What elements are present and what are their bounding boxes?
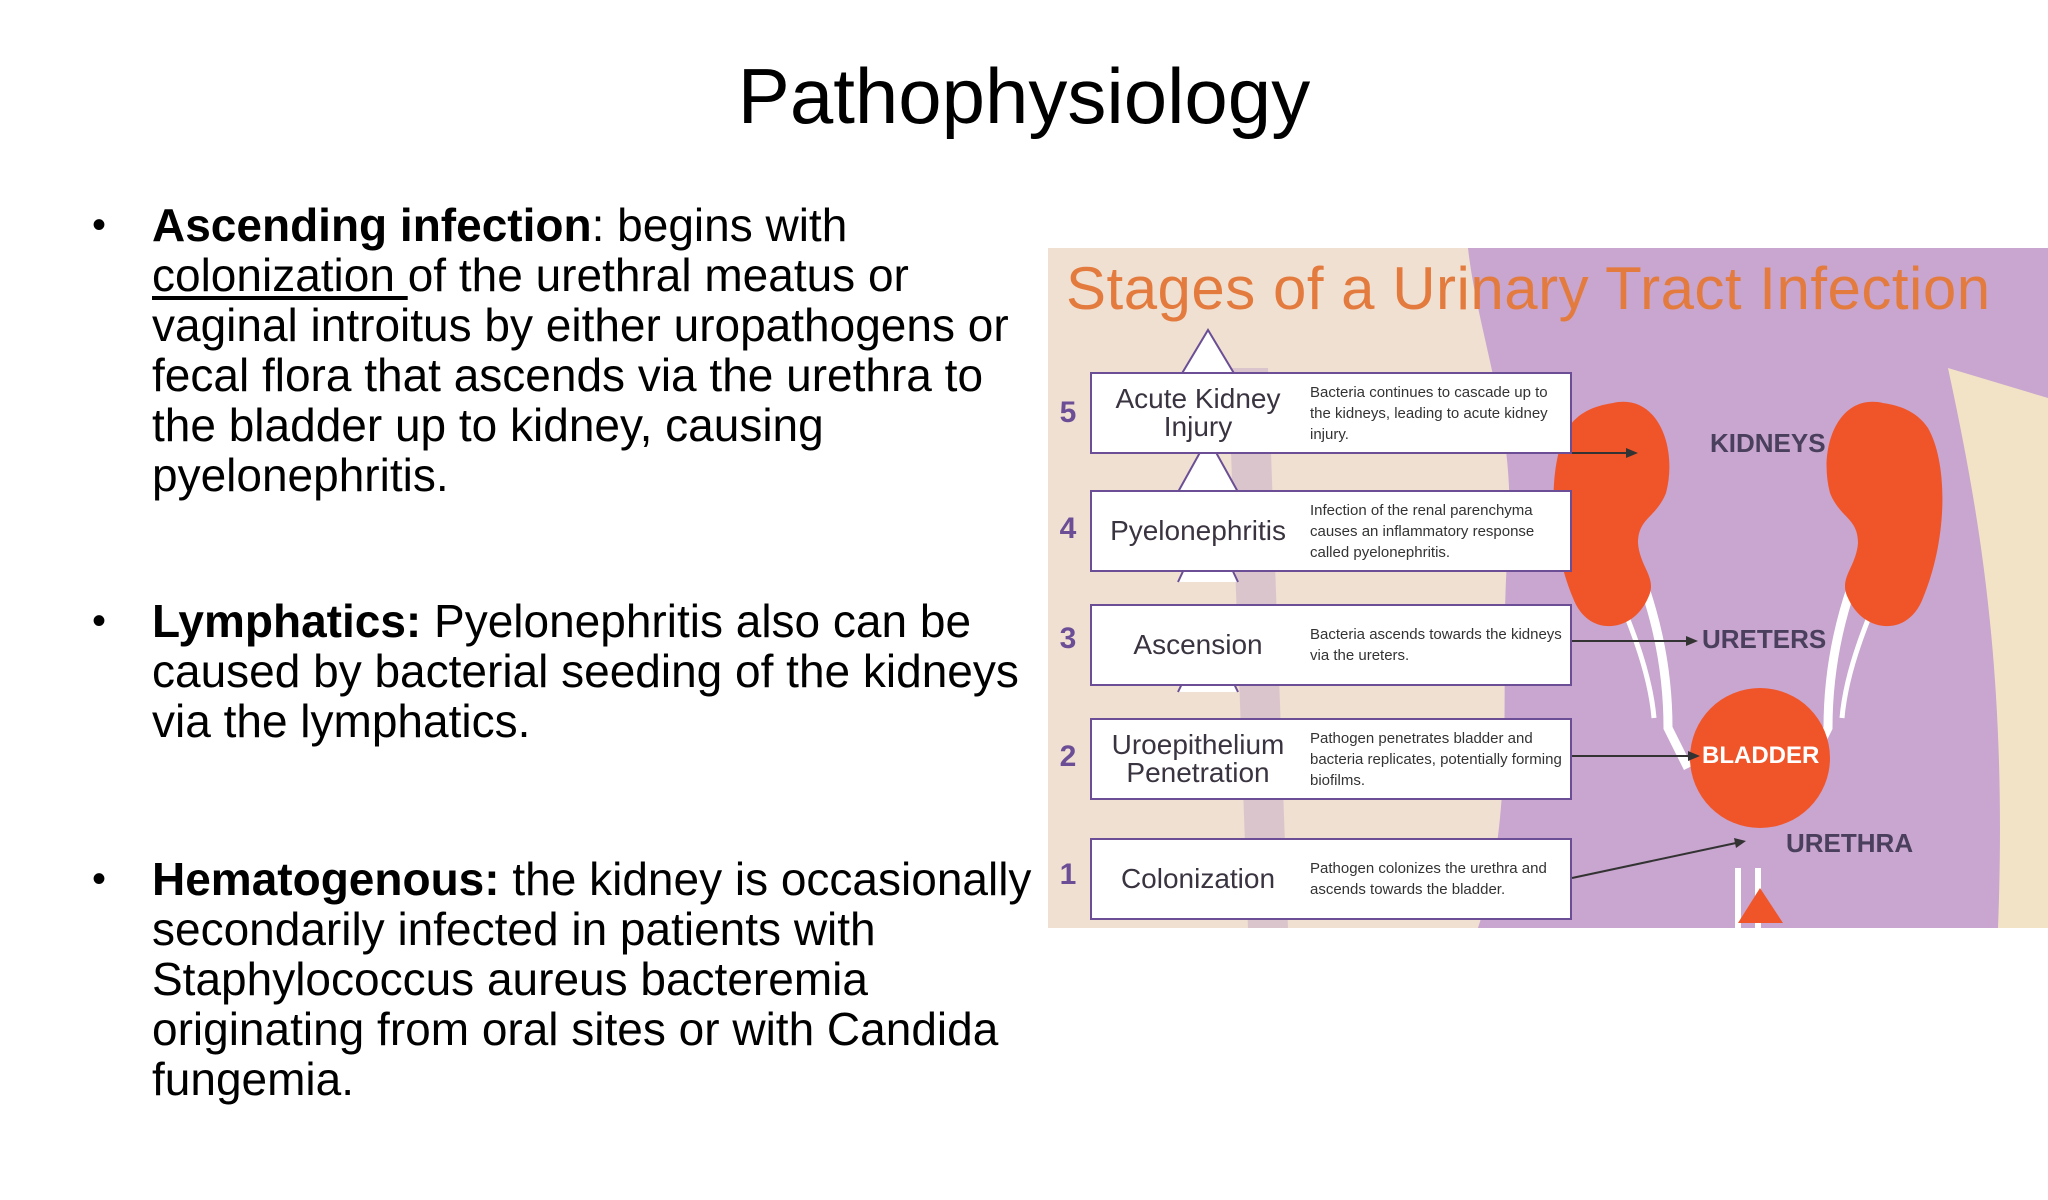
label-kidneys: KIDNEYS (1710, 428, 1826, 458)
stage-name: Colonization (1120, 863, 1276, 894)
stage-box-acute-kidney-injury: Acute Kidney Injury Bacteria continues t… (1090, 372, 1572, 454)
organ-fragment (1738, 888, 1783, 923)
stage-number: 5 (1059, 396, 1077, 429)
stage-name: Acute Kidney Injury (1115, 383, 1281, 442)
kidney-left (1553, 401, 1670, 627)
bladder-shape (1690, 688, 1830, 828)
stage-number: 3 (1059, 622, 1077, 655)
stage-box-uroepithelium-penetration: Uroepithelium Penetration Pathogen penet… (1090, 718, 1572, 800)
stage-description: Bacteria continues to cascade up to the … (1310, 383, 1548, 443)
underlined-term: colonization (152, 249, 408, 301)
bullet-text: Pyelonephritis also can be caused by bac… (152, 595, 1019, 747)
bullet-lead: Ascending infection (152, 199, 592, 251)
bullet-lymphatics: • Lymphatics: Pyelonephritis also can be… (92, 596, 1052, 746)
stage-box-ascension: Ascension Bacteria ascends towards the k… (1090, 604, 1572, 686)
stage-name: Uroepithelium Penetration (1111, 729, 1285, 788)
bullet-text: : begins with (591, 199, 848, 251)
stage-number: 2 (1059, 740, 1077, 773)
stage-name: Pyelonephritis (1110, 515, 1286, 546)
stage-description: Pathogen colonizes the urethra and ascen… (1310, 860, 1547, 898)
bullet-text: the kidney is occasionally secondarily i… (152, 853, 1032, 1105)
label-ureters: URETERS (1702, 624, 1827, 654)
bullet-dot-icon: • (92, 599, 107, 643)
stage-number: 1 (1059, 858, 1077, 891)
slide-title: Pathophysiology (737, 52, 1311, 140)
label-urethra: URETHRA (1786, 828, 1914, 858)
stage-box-colonization: Colonization Pathogen colonizes the uret… (1090, 838, 1572, 920)
stage-box-pyelonephritis: Pyelonephritis Infection of the renal pa… (1090, 490, 1572, 572)
stage-description: Pathogen penetrates bladder and bacteria… (1310, 729, 1562, 789)
bullet-hematogenous: • Hematogenous: the kidney is occasional… (92, 854, 1052, 1104)
bullet-lead: Hematogenous: (152, 853, 500, 905)
kidney-right (1826, 401, 1943, 627)
label-bladder: BLADDER (1702, 742, 1820, 769)
figure-title: Stages of a Urinary Tract Infection (1066, 255, 1991, 322)
stage-name: Ascension (1133, 629, 1263, 660)
bullet-text: of the urethral meatus or vaginal introi… (152, 249, 1009, 501)
uti-stages-figure: Stages of a Urinary Tract Infection 5 Ac… (1048, 248, 2048, 928)
stage-description: Bacteria ascends towards the kidneys via… (1310, 626, 1562, 664)
stage-connector (1177, 328, 1239, 381)
bullet-list: • Ascending infection: begins with colon… (92, 200, 1052, 1200)
figure-artwork (1048, 248, 2048, 928)
bullet-lead: Lymphatics: (152, 595, 422, 647)
stage-description: Infection of the renal parenchyma causes… (1310, 501, 1535, 561)
stage-number: 4 (1059, 512, 1077, 545)
body-contour (1948, 368, 2048, 928)
arrow-urethra (1571, 842, 1737, 879)
bullet-ascending-infection: • Ascending infection: begins with colon… (92, 200, 1052, 500)
bullet-dot-icon: • (92, 857, 107, 901)
bullet-dot-icon: • (92, 203, 107, 247)
